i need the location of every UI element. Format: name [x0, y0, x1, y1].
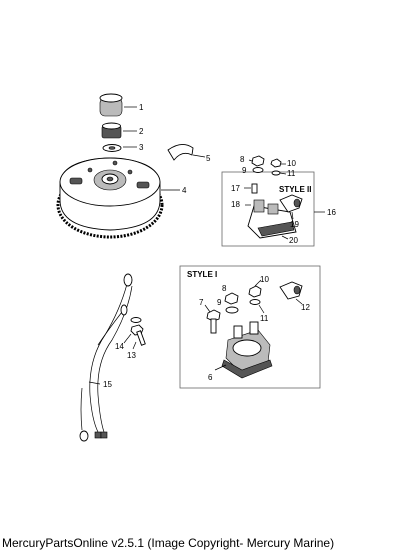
callout-5: 5: [206, 154, 211, 163]
callout-14: 14: [115, 342, 124, 351]
callout-9b: 9: [217, 298, 222, 307]
callout-9a: 9: [242, 166, 247, 175]
style-two-label: STYLE II: [279, 185, 311, 194]
callout-10a: 10: [287, 159, 296, 168]
wire-harness-15: [79, 273, 133, 442]
callout-2: 2: [139, 127, 144, 136]
style-one-nut-8: [224, 292, 239, 305]
callout-16: 16: [327, 208, 336, 217]
style-one-solenoid: [221, 321, 273, 379]
callout-13: 13: [127, 351, 136, 360]
callout-17: 17: [231, 184, 240, 193]
style-one-box: [179, 265, 321, 389]
style-two-nut-10: [270, 158, 282, 168]
callout-3: 3: [139, 143, 144, 152]
callout-8b: 8: [222, 284, 227, 293]
callout-15: 15: [103, 380, 112, 389]
callout-20: 20: [289, 236, 298, 245]
style-one-washer-11: [249, 299, 261, 305]
style-two-washer-11: [271, 170, 281, 176]
callout-4: 4: [182, 186, 187, 195]
callout-6: 6: [208, 373, 213, 382]
callout-12: 12: [301, 303, 310, 312]
callout-11a: 11: [287, 169, 296, 178]
callout-8a: 8: [240, 155, 245, 164]
flywheel-cap: [99, 93, 123, 117]
style-one-bolt-7: [206, 309, 221, 334]
flywheel-nut: [101, 122, 122, 139]
copyright-footer: MercuryPartsOnline v2.5.1 (Image Copyrig…: [2, 536, 335, 550]
flywheel: [56, 157, 164, 239]
washer-14: [130, 317, 142, 323]
flywheel-key: [167, 144, 194, 161]
screw-13: [130, 324, 146, 346]
style-two-screw-17: [251, 183, 258, 194]
callout-7: 7: [199, 298, 204, 307]
style-one-nut-10: [248, 285, 262, 298]
style-two-nut-8: [251, 155, 265, 167]
style-two-box: [221, 171, 315, 247]
callout-1: 1: [139, 103, 144, 112]
style-one-label: STYLE I: [187, 270, 217, 279]
callout-18: 18: [231, 200, 240, 209]
callout-19: 19: [290, 220, 299, 229]
style-two-solenoid: [247, 199, 297, 239]
callout-11b: 11: [260, 314, 269, 323]
style-one-washer-9: [225, 306, 239, 314]
callout-10b: 10: [260, 275, 269, 284]
style-two-washer-9: [252, 167, 264, 173]
